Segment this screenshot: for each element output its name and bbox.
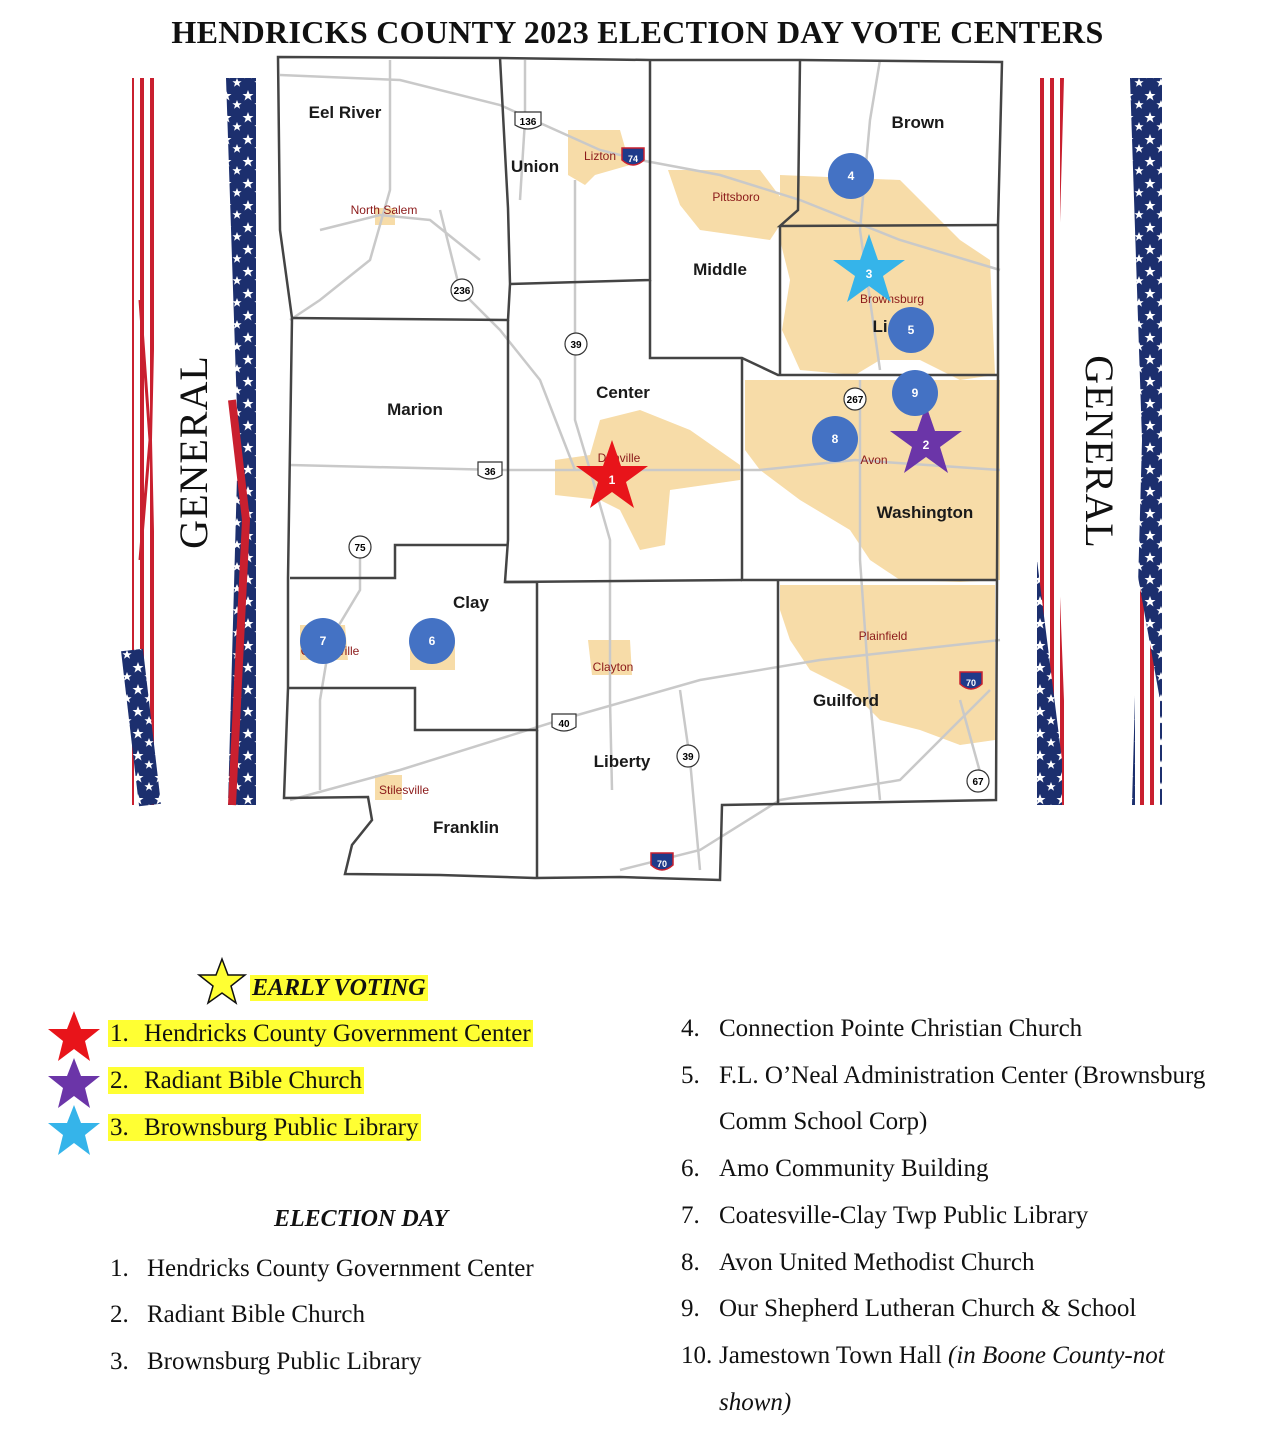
vote-center-list-item: 9.Our Shepherd Lutheran Church & School (681, 1295, 1137, 1322)
interstate-74-shield: 74 (621, 147, 645, 166)
township-franklin: Franklin (433, 818, 499, 837)
vote-center-pin-4: 4 (828, 153, 874, 199)
township-guilford: Guilford (813, 691, 879, 710)
vote-center-list-item: 10.Jamestown Town Hall (in Boone County-… (681, 1342, 1165, 1369)
vote-center-pin-8: 8 (812, 416, 858, 462)
vote-center-list-item: 7.Coatesville-Clay Twp Public Library (681, 1202, 1089, 1229)
svg-text:67: 67 (972, 777, 984, 788)
early-voting-item: 3.Brownsburg Public Library (108, 1114, 421, 1141)
svg-text:70: 70 (966, 678, 976, 688)
urban-areas (300, 130, 1000, 800)
vote-center-pin-9: 9 (892, 370, 938, 416)
flag-banner-left (121, 78, 256, 807)
svg-text:39: 39 (570, 340, 582, 351)
election-day-item: 1.Hendricks County Government Center (110, 1255, 534, 1282)
star-red-icon (48, 1011, 100, 1061)
svg-text:70: 70 (657, 859, 667, 869)
route-36-shield: 36 (477, 461, 503, 480)
election-day-item: 2.Radiant Bible Church (110, 1301, 366, 1328)
township-eel-river: Eel River (309, 103, 382, 122)
early-voting-item: 1.Hendricks County Government Center (108, 1020, 533, 1047)
svg-text:2: 2 (923, 438, 930, 452)
vote-center-star-2: 2 (890, 405, 962, 473)
route-267-shield: 267 (843, 387, 867, 411)
election-day-item: 3.Brownsburg Public Library (110, 1348, 422, 1375)
vote-center-list-item: 5.F.L. O’Neal Administration Center (Bro… (681, 1062, 1206, 1089)
svg-text:36: 36 (484, 467, 496, 478)
svg-text:6: 6 (429, 634, 436, 648)
flag-banner-right (1037, 78, 1162, 805)
township-clay: Clay (453, 593, 489, 612)
town-stilesville: Stilesville (379, 783, 429, 797)
route-136-shield: 136 (514, 111, 542, 130)
vote-center-star-3: 3 (833, 234, 905, 302)
svg-text:3: 3 (866, 267, 873, 281)
svg-text:74: 74 (628, 154, 638, 164)
route-67-shield: 67 (966, 769, 990, 793)
vote-center-pin-5: 5 (888, 307, 934, 353)
vote-center-list-item-continued: Comm School Corp) (719, 1108, 928, 1135)
svg-text:75: 75 (354, 543, 366, 554)
vote-center-list-item: 8.Avon United Methodist Church (681, 1249, 1035, 1276)
township-washington: Washington (877, 503, 974, 522)
county-map: GENERAL GENERAL (121, 55, 1162, 882)
vote-center-list-item-continued: shown) (719, 1389, 792, 1416)
township-boundaries (276, 55, 1004, 882)
town-clayton: Clayton (593, 660, 634, 674)
vote-center-star-1: 1 (576, 440, 648, 508)
svg-text:236: 236 (454, 286, 471, 297)
township-center: Center (596, 383, 650, 402)
page-title: HENDRICKS COUNTY 2023 ELECTION DAY VOTE … (171, 14, 1104, 50)
vote-center-pin-6: 6 (409, 618, 455, 664)
township-middle: Middle (693, 260, 747, 279)
svg-text:7: 7 (320, 634, 327, 648)
star-cyan-icon (48, 1105, 100, 1155)
election-day-header: ELECTION DAY (274, 1206, 449, 1232)
vote-center-list-item: 6.Amo Community Building (681, 1155, 989, 1182)
route-39-south-shield: 39 (676, 744, 700, 768)
route-39-north-shield: 39 (564, 332, 588, 356)
township-brown: Brown (892, 113, 945, 132)
route-75-shield: 75 (348, 535, 372, 559)
vote-center-pin-7: 7 (300, 618, 346, 664)
svg-text:9: 9 (912, 386, 919, 400)
svg-text:136: 136 (520, 117, 537, 128)
vote-center-list-item: 4.Connection Pointe Christian Church (681, 1015, 1083, 1042)
town-north-salem: North Salem (351, 203, 418, 217)
town-brownsburg: Brownsburg (860, 292, 924, 306)
town-pittsboro: Pittsboro (712, 190, 760, 204)
svg-text:5: 5 (908, 323, 915, 337)
early-voting-item: 2.Radiant Bible Church (108, 1067, 365, 1094)
star-purple-icon (48, 1058, 100, 1108)
town-avon: Avon (860, 453, 887, 467)
township-marion: Marion (387, 400, 443, 419)
svg-text:40: 40 (558, 719, 570, 730)
route-236-shield: 236 (450, 278, 474, 302)
township-lincoln: Li (872, 317, 887, 336)
interstate-70-south-shield: 70 (650, 852, 674, 871)
svg-text:1: 1 (609, 473, 616, 487)
general-label-right: GENERAL (1077, 355, 1122, 549)
town-plainfield: Plainfield (859, 629, 908, 643)
early-voting-header: EARLY VOTING (250, 975, 428, 1001)
route-40-shield: 40 (551, 713, 577, 732)
interstate-70-plainfield-shield: 70 (959, 671, 983, 690)
township-liberty: Liberty (594, 752, 651, 771)
general-label-left: GENERAL (171, 355, 216, 549)
town-lizton: Lizton (584, 149, 616, 163)
svg-text:267: 267 (847, 395, 864, 406)
early-voting-star-icon (196, 957, 248, 1005)
township-union: Union (511, 157, 559, 176)
svg-text:4: 4 (848, 169, 855, 183)
svg-text:8: 8 (832, 432, 839, 446)
route-shields: 236 39 267 75 39 67 136 36 (348, 111, 990, 871)
svg-text:39: 39 (682, 752, 694, 763)
